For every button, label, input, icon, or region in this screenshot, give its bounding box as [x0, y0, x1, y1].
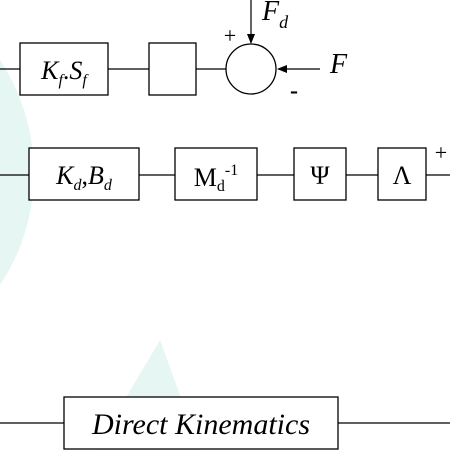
sum-minus-sign: -: [290, 78, 298, 104]
sum-plus-sign: +: [224, 23, 236, 48]
block-md-inverse: [174, 147, 258, 201]
label-f: F: [329, 49, 348, 80]
label-lambda: Λ: [393, 161, 412, 190]
label-md-inverse: Md-1: [194, 162, 238, 195]
label-kd-bd: Kd,Bd: [55, 161, 113, 194]
label-direct-kinematics: Direct Kinematics: [91, 408, 310, 441]
block-kf-sf: [19, 42, 109, 96]
block-psi: [293, 147, 347, 201]
label-kf-sf: Kf.Sf: [40, 56, 89, 89]
block-lambda: [377, 147, 427, 201]
block-kd-bd: [28, 147, 140, 201]
block-empty: [148, 42, 197, 96]
label-psi: Ψ: [310, 161, 330, 190]
background-arc-shape: [0, 60, 34, 285]
summing-junction: [225, 43, 277, 95]
right-edge-plus-sign: +: [435, 140, 447, 165]
label-fd: Fd: [261, 0, 289, 32]
